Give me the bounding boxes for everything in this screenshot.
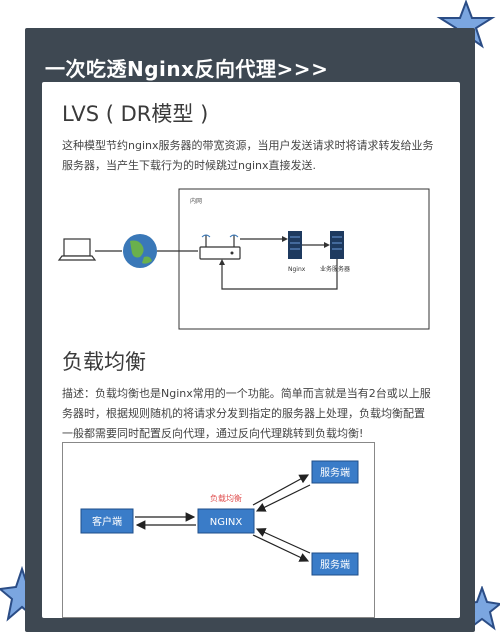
- router-icon: [199, 234, 241, 260]
- business-server-icon: [330, 231, 344, 259]
- zone-label: 内网: [190, 197, 202, 205]
- load-balancing-diagram: 客户端 NGINX 负载均衡 服务端 服务端: [62, 442, 375, 618]
- lvs-heading: LVS ( DR模型 ): [62, 102, 209, 126]
- nginx-box: [197, 508, 255, 534]
- load-balancing-svg: 客户端 NGINX 负载均衡 服务端 服务端: [80, 460, 359, 576]
- lvs-description-line-2: 服务器，当产生下载行为的时候跳过nginx直接发送.: [62, 159, 316, 172]
- laptop-icon: [57, 238, 97, 261]
- internal-network-box: [178, 188, 430, 330]
- lvs-description-line-1: 这种模型节约nginx服务器的带宽资源，当用户发送请求时将请求转发给业务: [62, 139, 434, 152]
- load-balancing-line-3: 一般都需要同时配置反向代理，通过反向代理跳转到负载均衡!: [62, 427, 364, 440]
- load-balancing-heading: 负载均衡: [62, 350, 146, 374]
- client-box: [80, 508, 134, 534]
- server-label-2: 服务端: [320, 558, 350, 571]
- nginx-server-icon: [288, 231, 302, 259]
- lvs-dr-diagram: 内网: [57, 188, 430, 330]
- load-balancing-caption: 负载均衡: [210, 493, 242, 503]
- server-label-1: 服务端: [320, 466, 350, 479]
- client-label: 客户端: [92, 515, 122, 528]
- server-box-2: [311, 552, 359, 576]
- nginx-label: Nginx: [288, 266, 306, 273]
- content-card: LVS ( DR模型 ) 这种模型节约nginx服务器的带宽资源，当用户发送请求…: [42, 82, 460, 618]
- load-balancing-line-1: 描述：负载均衡也是Nginx常用的一个功能。简单而言就是当有2台或以上服: [62, 387, 431, 400]
- page-title: 一次吃透Nginx反向代理>>>: [45, 57, 329, 81]
- server-box-1: [311, 460, 359, 484]
- business-server-label: 业务服务器: [320, 265, 350, 273]
- load-balancing-line-2: 务器时，根据规则随机的将请求分发到指定的服务器上处理，负载均衡配置: [62, 407, 425, 420]
- nginx-box-label: NGINX: [210, 517, 243, 528]
- globe-icon: [123, 234, 157, 268]
